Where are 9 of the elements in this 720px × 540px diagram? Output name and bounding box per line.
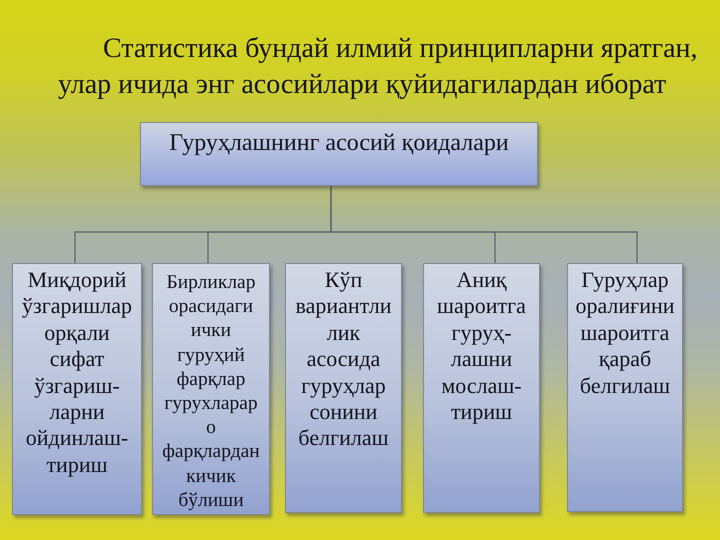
rule-text: Кўп вариантли лик асосида гуруҳлар сонини белгилаш — [294, 267, 392, 452]
title-text: Статистика бундай илмий принципларни яратган, улар ичида энг асосийлари қуйидагилардан иборат — [58, 32, 699, 102]
rule-text: Аниқ шароитга гуруҳ- лашни мослаш- тириш — [436, 267, 527, 426]
connector-line — [330, 186, 638, 263]
rule-text: Миқдорий ўзгаришлар орқали сифат ўзгариш- ларни ойдинлаш- тириш — [21, 267, 133, 478]
heading-text: Гуруҳлашнинг асосий қоидалари — [168, 129, 510, 157]
heading-box — [140, 122, 538, 186]
rule-text: Бирликлар орасидаги ички гуруҳий фарқлар гурухларар о фарқлардан кичик бўлиши — [161, 271, 261, 513]
rule-text: Гуруҳлар оралиғини шароитга қараб белгилаш — [574, 267, 676, 400]
